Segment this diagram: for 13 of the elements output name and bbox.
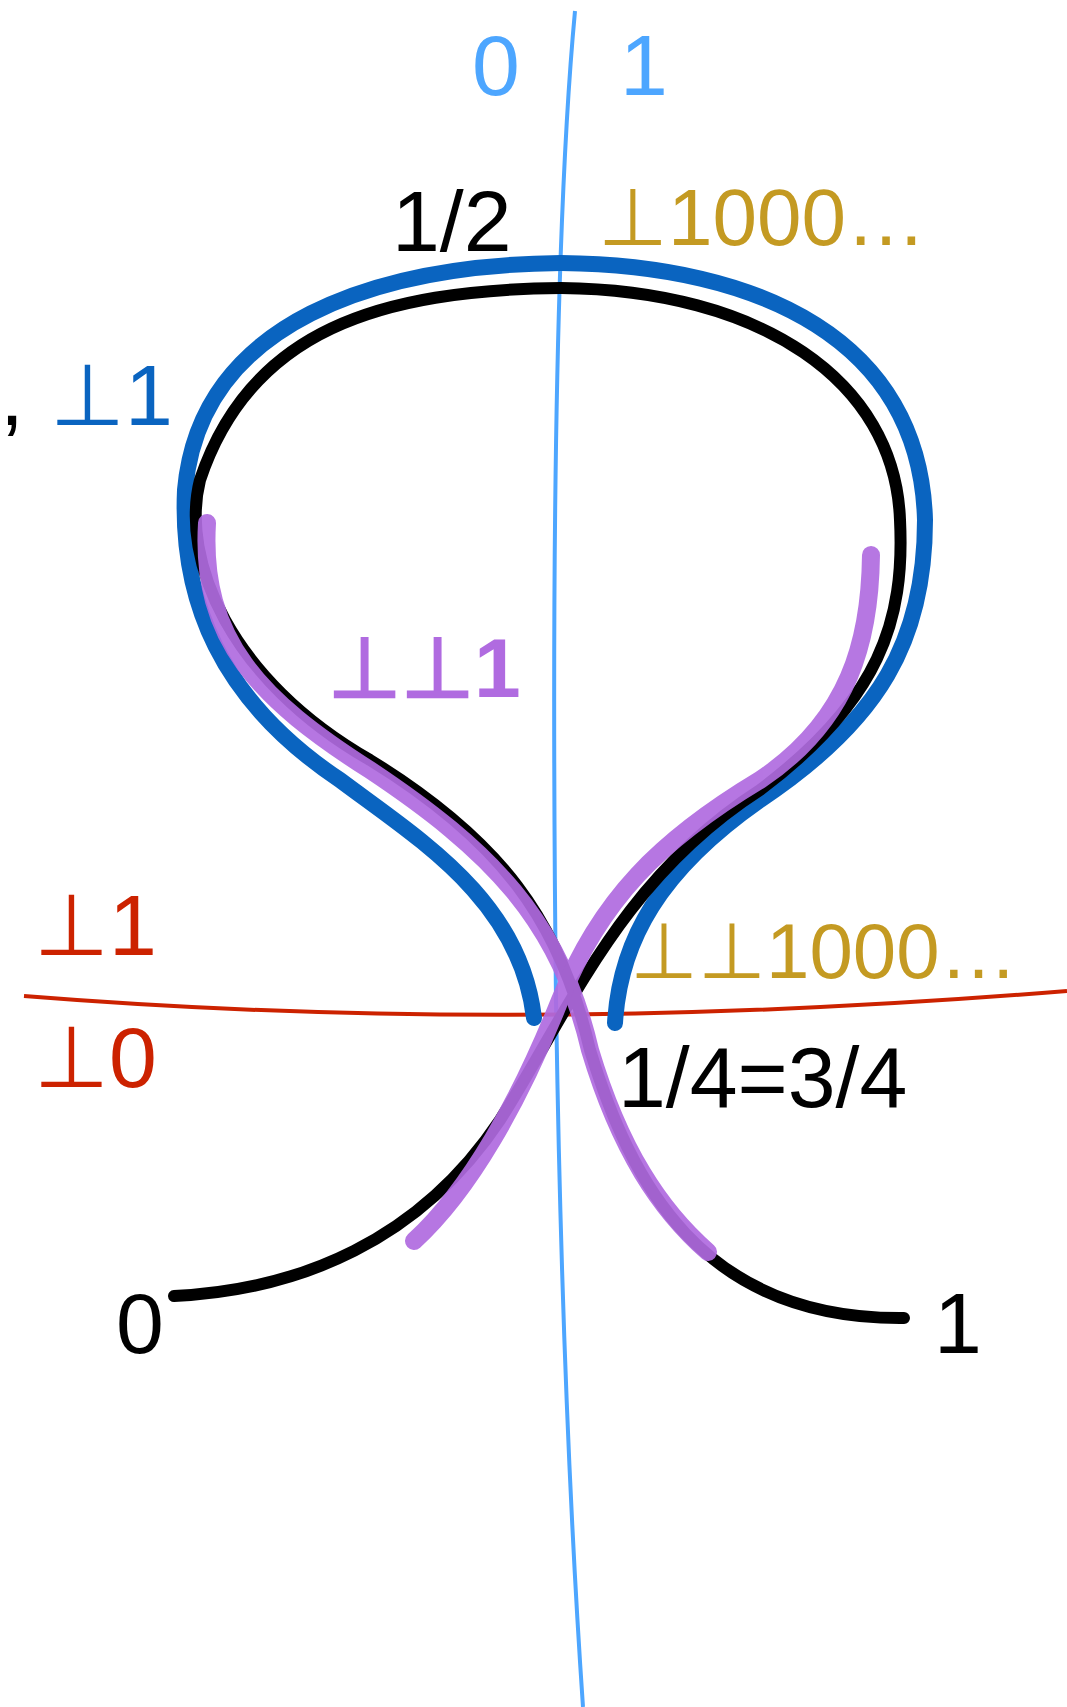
- path-label: ⊥1: [50, 352, 173, 438]
- endpoint-label: 1: [934, 1280, 982, 1366]
- region-label: ⊥1: [34, 882, 157, 968]
- region-label: 0: [472, 22, 520, 108]
- path-label: ⊥⊥1: [328, 626, 521, 710]
- sequence-label: ⊥1000…: [598, 178, 926, 258]
- region-label: ⊥0: [34, 1014, 157, 1100]
- comma-text: ,: [0, 352, 24, 438]
- region-label: 1: [620, 22, 668, 108]
- point-label: 1/2: [392, 178, 512, 264]
- sequence-label: ⊥⊥1000…: [630, 912, 1018, 990]
- endpoint-label: 0: [116, 1280, 164, 1366]
- point-label: 1/4=3/4: [618, 1034, 908, 1120]
